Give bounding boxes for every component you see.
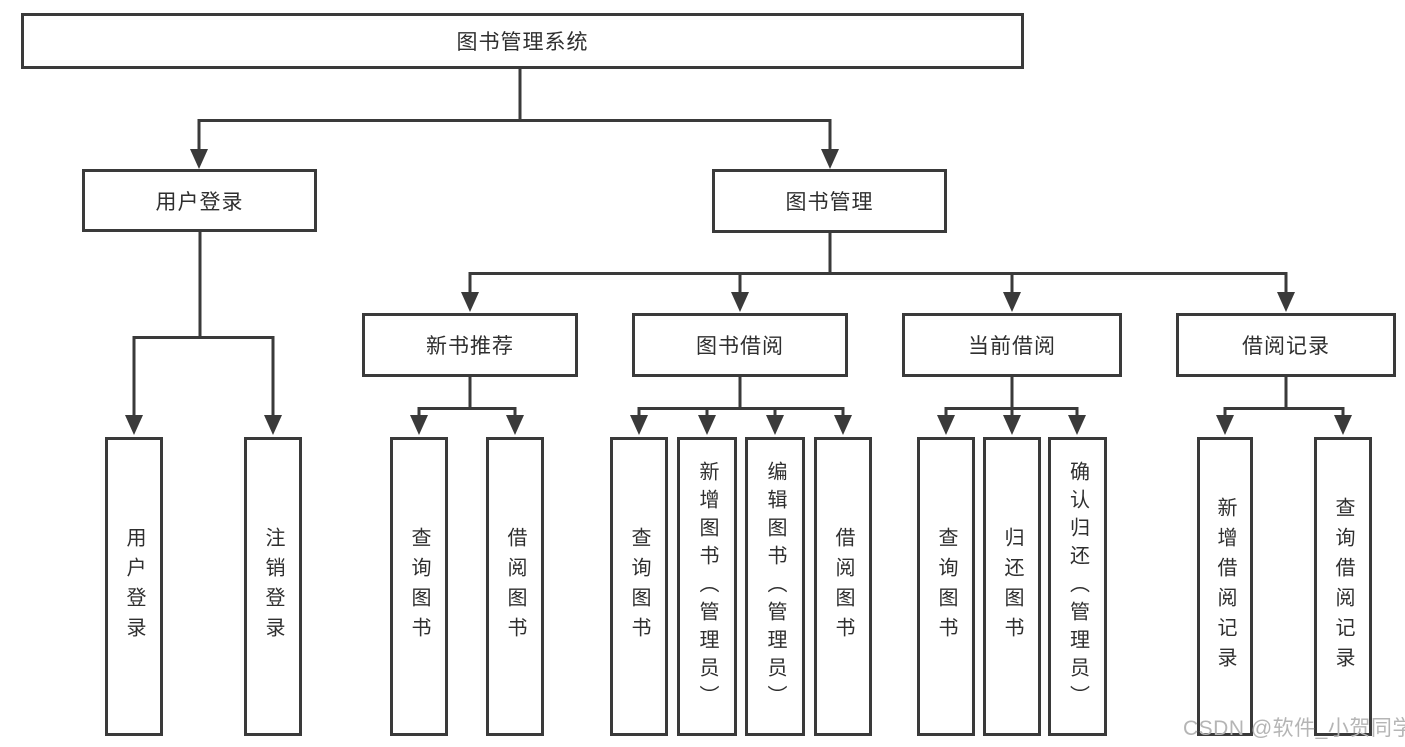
node-borrow-record: 借阅记录 [1176, 313, 1396, 377]
arrowhead [731, 292, 749, 312]
leaf-query-books-3: 查询图书 [917, 437, 975, 736]
leaf-label: 借阅图书 [504, 526, 526, 647]
arrowhead [937, 415, 955, 435]
leaf-label: 查询图书 [628, 526, 650, 647]
connector-borrow-record-split [1216, 377, 1352, 435]
leaf-label: 归还图书 [1001, 526, 1023, 647]
arrowhead [834, 415, 852, 435]
arrowhead [698, 415, 716, 435]
leaf-return-books: 归还图书 [983, 437, 1041, 736]
leaf-label: 查询图书 [408, 526, 430, 647]
leaf-label: 编辑图书（管理员） [764, 460, 786, 713]
arrowhead [1277, 292, 1295, 312]
leaf-confirm-return-admin: 确认归还（管理员） [1048, 437, 1107, 736]
connector-current-borrow-split [937, 377, 1086, 435]
leaf-query-books-2: 查询图书 [610, 437, 668, 736]
node-book-borrow: 图书借阅 [632, 313, 848, 377]
connector-root-split [190, 68, 839, 169]
node-user-login: 用户登录 [82, 169, 317, 232]
leaf-user-login: 用户登录 [105, 437, 163, 736]
csdn-watermark: CSDN @软件_小贺同学 [1183, 717, 1405, 740]
leaf-query-borrow-record: 查询借阅记录 [1314, 437, 1372, 736]
leaf-label: 查询图书 [935, 526, 957, 647]
leaf-label: 借阅图书 [832, 526, 854, 647]
leaf-label: 用户登录 [123, 526, 145, 647]
arrowhead [1216, 415, 1234, 435]
arrowhead [506, 415, 524, 435]
node-book-management: 图书管理 [712, 169, 947, 233]
leaf-add-books-admin: 新增图书（管理员） [677, 437, 737, 736]
leaf-borrow-books-1: 借阅图书 [486, 437, 544, 736]
connector-user-login-split [125, 231, 282, 435]
arrowhead [1003, 415, 1021, 435]
arrowhead [1068, 415, 1086, 435]
arrowhead [264, 415, 282, 435]
arrowhead [821, 149, 839, 169]
arrowhead [1334, 415, 1352, 435]
node-current-borrow: 当前借阅 [902, 313, 1122, 377]
connector-new-book-split [410, 377, 524, 435]
arrowhead [1003, 292, 1021, 312]
arrowhead [125, 415, 143, 435]
arrowhead [190, 149, 208, 169]
connector-book-management-split [461, 233, 1295, 312]
arrowhead [410, 415, 428, 435]
connector-book-borrow-split [630, 377, 852, 435]
arrowhead [766, 415, 784, 435]
leaf-add-borrow-record: 新增借阅记录 [1197, 437, 1253, 736]
leaf-label: 新增图书（管理员） [696, 460, 718, 713]
arrowhead [461, 292, 479, 312]
leaf-label: 查询借阅记录 [1332, 496, 1354, 677]
leaf-label: 注销登录 [262, 526, 284, 647]
leaf-query-books-1: 查询图书 [390, 437, 448, 736]
leaf-label: 确认归还（管理员） [1066, 460, 1089, 713]
node-new-book-recommend: 新书推荐 [362, 313, 578, 377]
leaf-edit-books-admin: 编辑图书（管理员） [745, 437, 805, 736]
leaf-borrow-books-2: 借阅图书 [814, 437, 872, 736]
node-library-management-system: 图书管理系统 [21, 13, 1024, 69]
leaf-label: 新增借阅记录 [1214, 496, 1236, 677]
leaf-logout: 注销登录 [244, 437, 302, 736]
arrowhead [630, 415, 648, 435]
